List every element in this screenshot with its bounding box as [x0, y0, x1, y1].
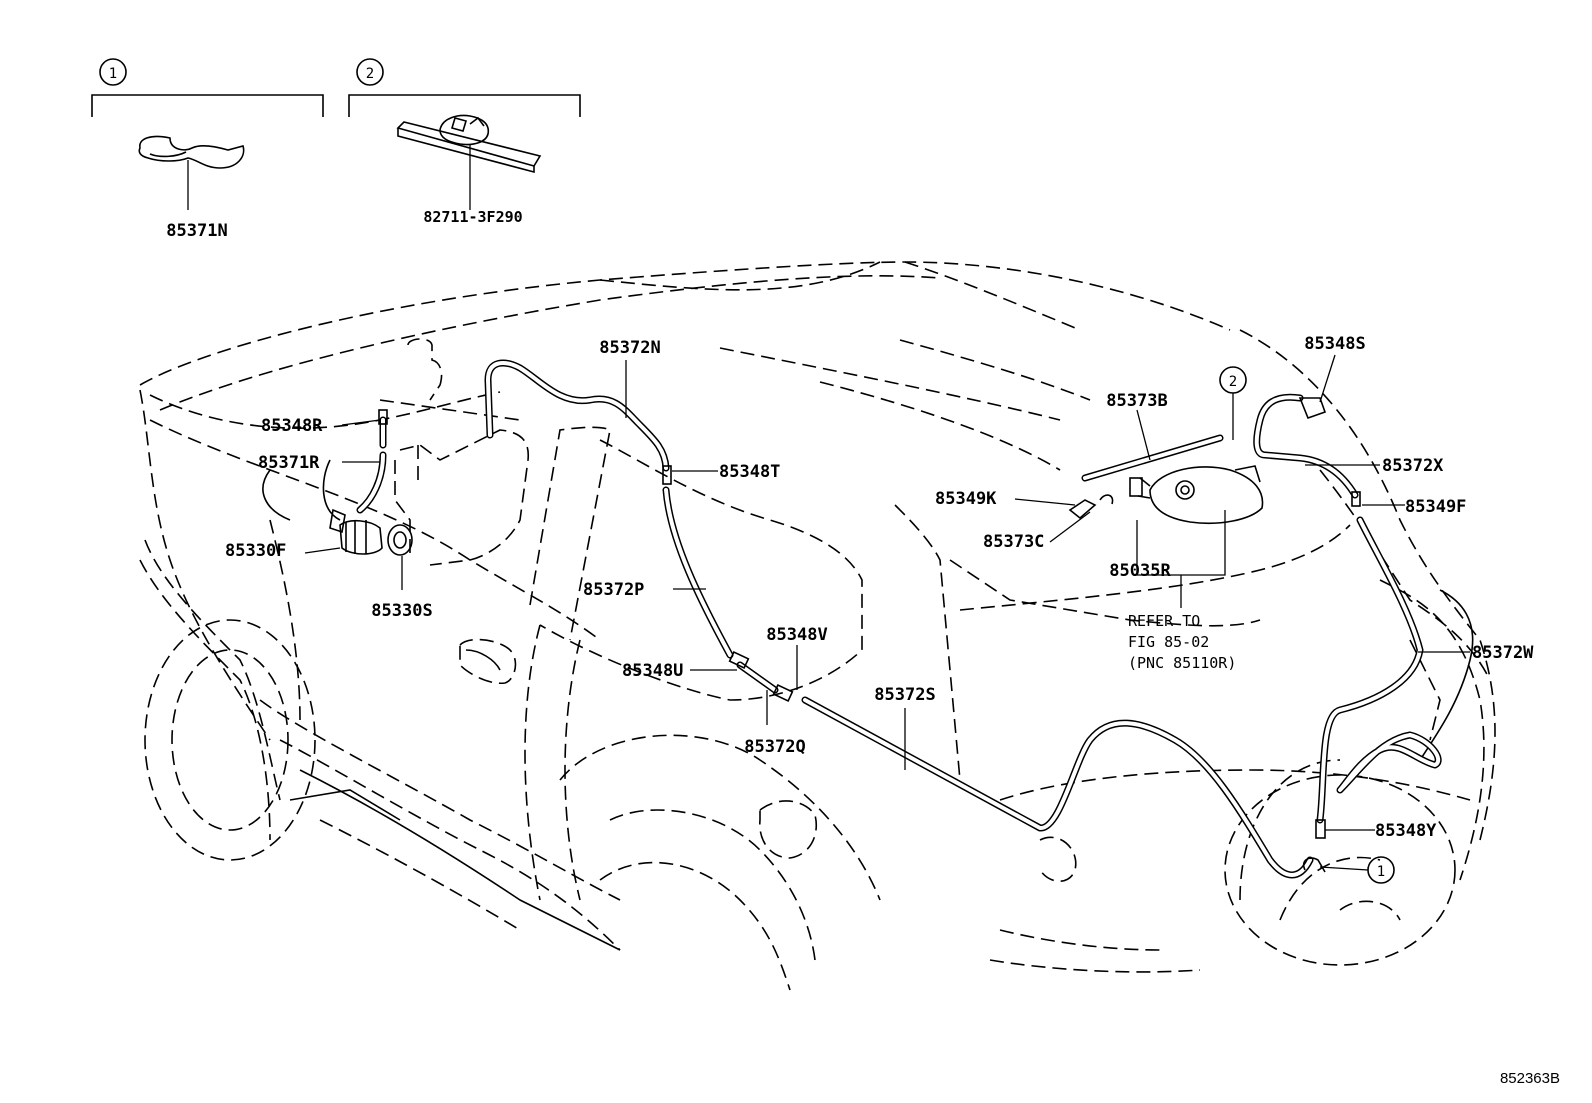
- vehicle-body-outline: [139, 261, 1496, 991]
- part-label-85348Y[interactable]: 85348Y: [1375, 821, 1437, 841]
- part-label-85372X[interactable]: 85372X: [1382, 456, 1444, 476]
- part-label-85373B[interactable]: 85373B: [1106, 391, 1167, 411]
- part-label-85372S[interactable]: 85372S: [874, 685, 935, 705]
- refer-note-line-2: FIG 85-02: [1128, 633, 1209, 651]
- part-label-85035R[interactable]: 85035R: [1109, 561, 1171, 581]
- part-label-85330F[interactable]: 85330F: [225, 541, 286, 561]
- part-label-85348V[interactable]: 85348V: [766, 625, 827, 645]
- clamp-bracket-icon: [396, 114, 542, 174]
- figure-code: 852363B: [1500, 1070, 1560, 1087]
- washer-tank: [379, 338, 529, 566]
- washer-hoses: [356, 359, 1442, 879]
- callout-2-number: 2: [366, 66, 374, 82]
- refer-note: REFER TO FIG 85-02 (PNC 85110R): [1128, 612, 1236, 672]
- rear-nozzle-icon: [1068, 477, 1143, 520]
- part-label-85373C[interactable]: 85373C: [983, 532, 1044, 552]
- callout-1-number: 1: [109, 66, 117, 82]
- part-label-85371R[interactable]: 85371R: [258, 453, 320, 473]
- washer-motor-icon: [329, 508, 383, 555]
- callout-group-1: 1 85371N: [91, 58, 324, 241]
- part-label-85372P[interactable]: 85372P: [583, 580, 644, 600]
- part-label-85372Q[interactable]: 85372Q: [744, 737, 805, 757]
- hose-joints: [378, 397, 1361, 839]
- refer-note-line-1: REFER TO: [1128, 612, 1200, 630]
- refer-note-line-3: (PNC 85110R): [1128, 654, 1236, 672]
- part-label-82711-3F290[interactable]: 82711-3F290: [423, 208, 522, 226]
- clip-small-icon: [1302, 857, 1326, 873]
- part-label-85372W[interactable]: 85372W: [1472, 643, 1534, 663]
- part-label-85348S[interactable]: 85348S: [1304, 334, 1365, 354]
- clip-icon: [138, 135, 245, 169]
- part-label-85348T[interactable]: 85348T: [719, 462, 780, 482]
- callout-2-rear-number: 2: [1229, 374, 1237, 390]
- part-label-85348R[interactable]: 85348R: [261, 416, 323, 436]
- leader-lines: 2 1: [304, 354, 1470, 884]
- part-label-85349F[interactable]: 85349F: [1405, 497, 1466, 517]
- callout-group-2: 2 82711-3F290: [348, 58, 581, 226]
- part-label-85330S[interactable]: 85330S: [371, 601, 432, 621]
- grommet-icon: [387, 524, 413, 556]
- part-labels: 85372N 85348R 85371R 85330F 85330S 85348…: [225, 334, 1534, 841]
- part-label-85372N[interactable]: 85372N: [599, 338, 660, 358]
- rear-washer-motor-icon: [1137, 465, 1264, 525]
- part-label-85348U[interactable]: 85348U: [622, 661, 683, 681]
- part-label-85371N[interactable]: 85371N: [166, 221, 227, 241]
- callout-1-rear-number: 1: [1377, 864, 1385, 880]
- part-label-85349K[interactable]: 85349K: [935, 489, 997, 509]
